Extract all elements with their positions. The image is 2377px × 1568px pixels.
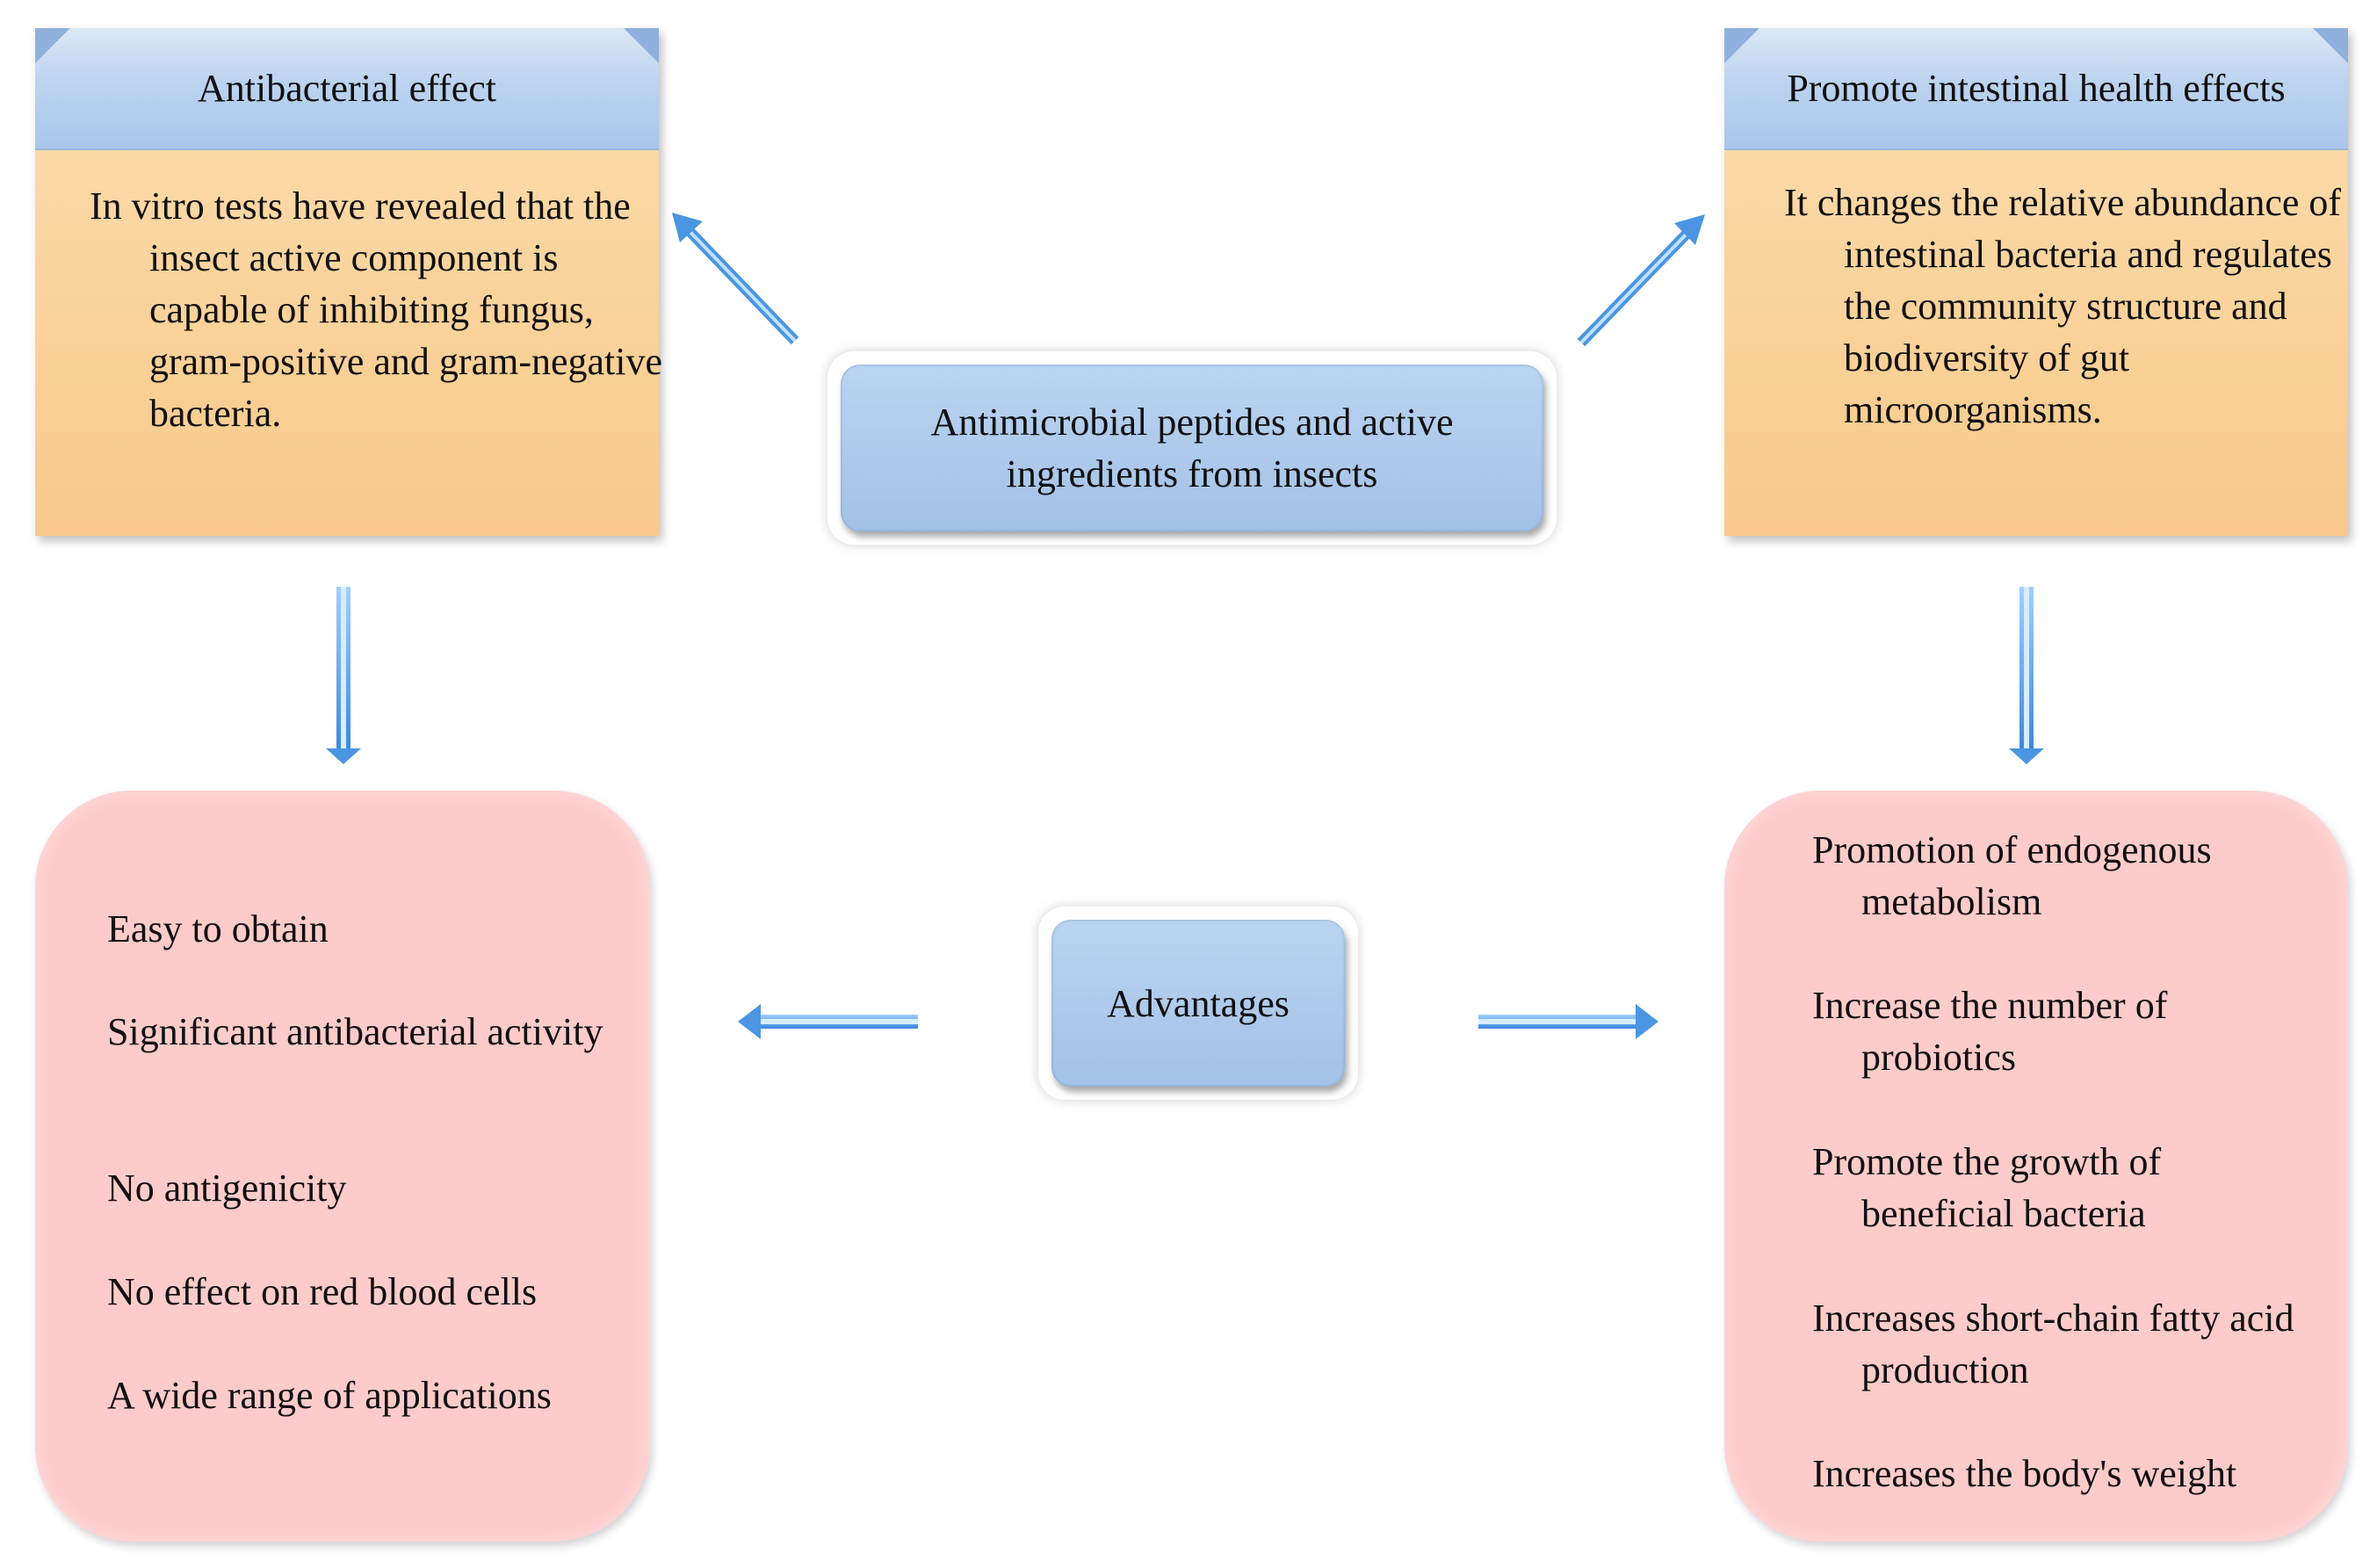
arrow-left-down (326, 587, 361, 764)
list-item: Promote the growth of beneficial bacteri… (1812, 1140, 2162, 1235)
list-item: Increases the body's weight (1812, 1452, 2237, 1495)
list-item: Increases short-chain fatty acid product… (1812, 1297, 2294, 1391)
antibacterial-title: Antibacterial effect (35, 28, 659, 150)
intestinal-title: Promote intestinal health effects (1724, 28, 2348, 150)
list-item: No effect on red blood cells (107, 1270, 538, 1313)
list-item: Increase the number of probiotics (1812, 984, 2168, 1079)
list-item: A wide range of applications (107, 1374, 552, 1417)
advantages-node-inner: Advantages (1051, 920, 1345, 1087)
antibacterial-advantages-list: Easy to obtain Significant antibacterial… (35, 791, 650, 1542)
arrow-to-antibacterial (672, 213, 799, 345)
list-item: Significant antibacterial activity (107, 1010, 603, 1053)
antibacterial-body: In vitro tests have revealed that the in… (35, 150, 662, 536)
source-node-label: Antimicrobial peptides and active ingred… (930, 401, 1454, 495)
advantages-node: Advantages (1038, 907, 1358, 1100)
antibacterial-card: Antibacterial effect In vitro tests have… (35, 28, 662, 536)
arrow-to-intestinal (1577, 214, 1705, 347)
antibacterial-text: In vitro tests have revealed that the in… (90, 184, 663, 435)
intestinal-card: Promote intestinal health effects It cha… (1724, 28, 2348, 536)
arrow-right-down (2009, 587, 2044, 764)
intestinal-text: It changes the relative abundance of int… (1784, 181, 2342, 431)
list-item: No antigenicity (107, 1167, 347, 1210)
list-item: Promotion of endogenous metabolism (1812, 828, 2212, 923)
list-item: Easy to obtain (107, 907, 329, 950)
arrow-advantages-right (1478, 1004, 1658, 1039)
intestinal-body: It changes the relative abundance of int… (1724, 150, 2348, 536)
source-node: Antimicrobial peptides and active ingred… (827, 351, 1557, 545)
source-node-inner: Antimicrobial peptides and active ingred… (841, 365, 1543, 531)
intestinal-advantages-list: Promotion of endogenous metabolism Incre… (1724, 791, 2348, 1542)
advantages-label: Advantages (1107, 981, 1290, 1025)
arrow-advantages-left (738, 1004, 918, 1039)
